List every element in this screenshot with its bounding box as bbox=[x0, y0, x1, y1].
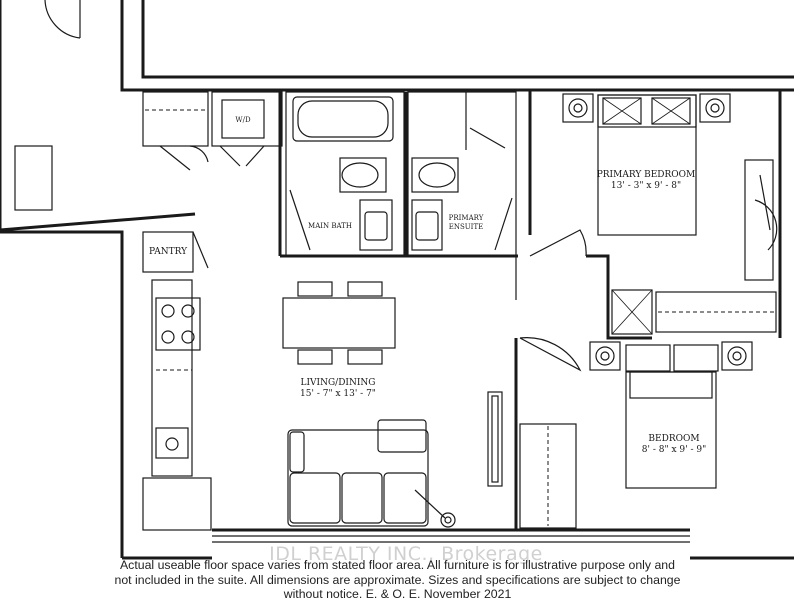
primary-bedroom-label: PRIMARY BEDROOM bbox=[597, 170, 696, 180]
pantry-label: PANTRY bbox=[149, 247, 188, 257]
pantry: PANTRY bbox=[142, 231, 209, 273]
primary-ensuite: PRIMARY ENSUITE bbox=[407, 91, 517, 257]
living-dining-dims: 15' - 7" x 13' - 7" bbox=[300, 389, 376, 399]
primary-bedroom: PRIMARY BEDROOM 13' - 3" x 9' - 8" bbox=[528, 90, 782, 340]
kitchen bbox=[142, 279, 212, 531]
main-bath: MAIN BATH bbox=[285, 91, 405, 257]
bedroom-dims: 8' - 8" x 9' - 9" bbox=[642, 445, 706, 455]
dining-table bbox=[282, 281, 396, 365]
disclaimer-text: Actual useable floor space varies from s… bbox=[114, 558, 681, 601]
ensuite-label-line2: ENSUITE bbox=[449, 223, 483, 231]
laundry-label: W/D bbox=[235, 116, 251, 124]
exterior-walls bbox=[0, 0, 794, 560]
primary-bedroom-dims: 13' - 3" x 9' - 8" bbox=[611, 181, 681, 191]
living-area: LIVING/DINING 15' - 7" x 13' - 7" bbox=[287, 256, 517, 530]
main-bath-label: MAIN BATH bbox=[308, 222, 352, 230]
closet-block bbox=[611, 289, 777, 335]
bedroom-label: BEDROOM bbox=[648, 434, 699, 444]
laundry-closet: W/D bbox=[211, 91, 283, 167]
ensuite-label-line1: PRIMARY bbox=[449, 214, 484, 222]
bedroom: BEDROOM 8' - 8" x 9' - 9" bbox=[514, 337, 753, 530]
entry-closet bbox=[142, 91, 209, 171]
living-dining-label: LIVING/DINING bbox=[301, 378, 376, 388]
watermark: IDL REALTY INC., Brokerage bbox=[269, 543, 543, 565]
